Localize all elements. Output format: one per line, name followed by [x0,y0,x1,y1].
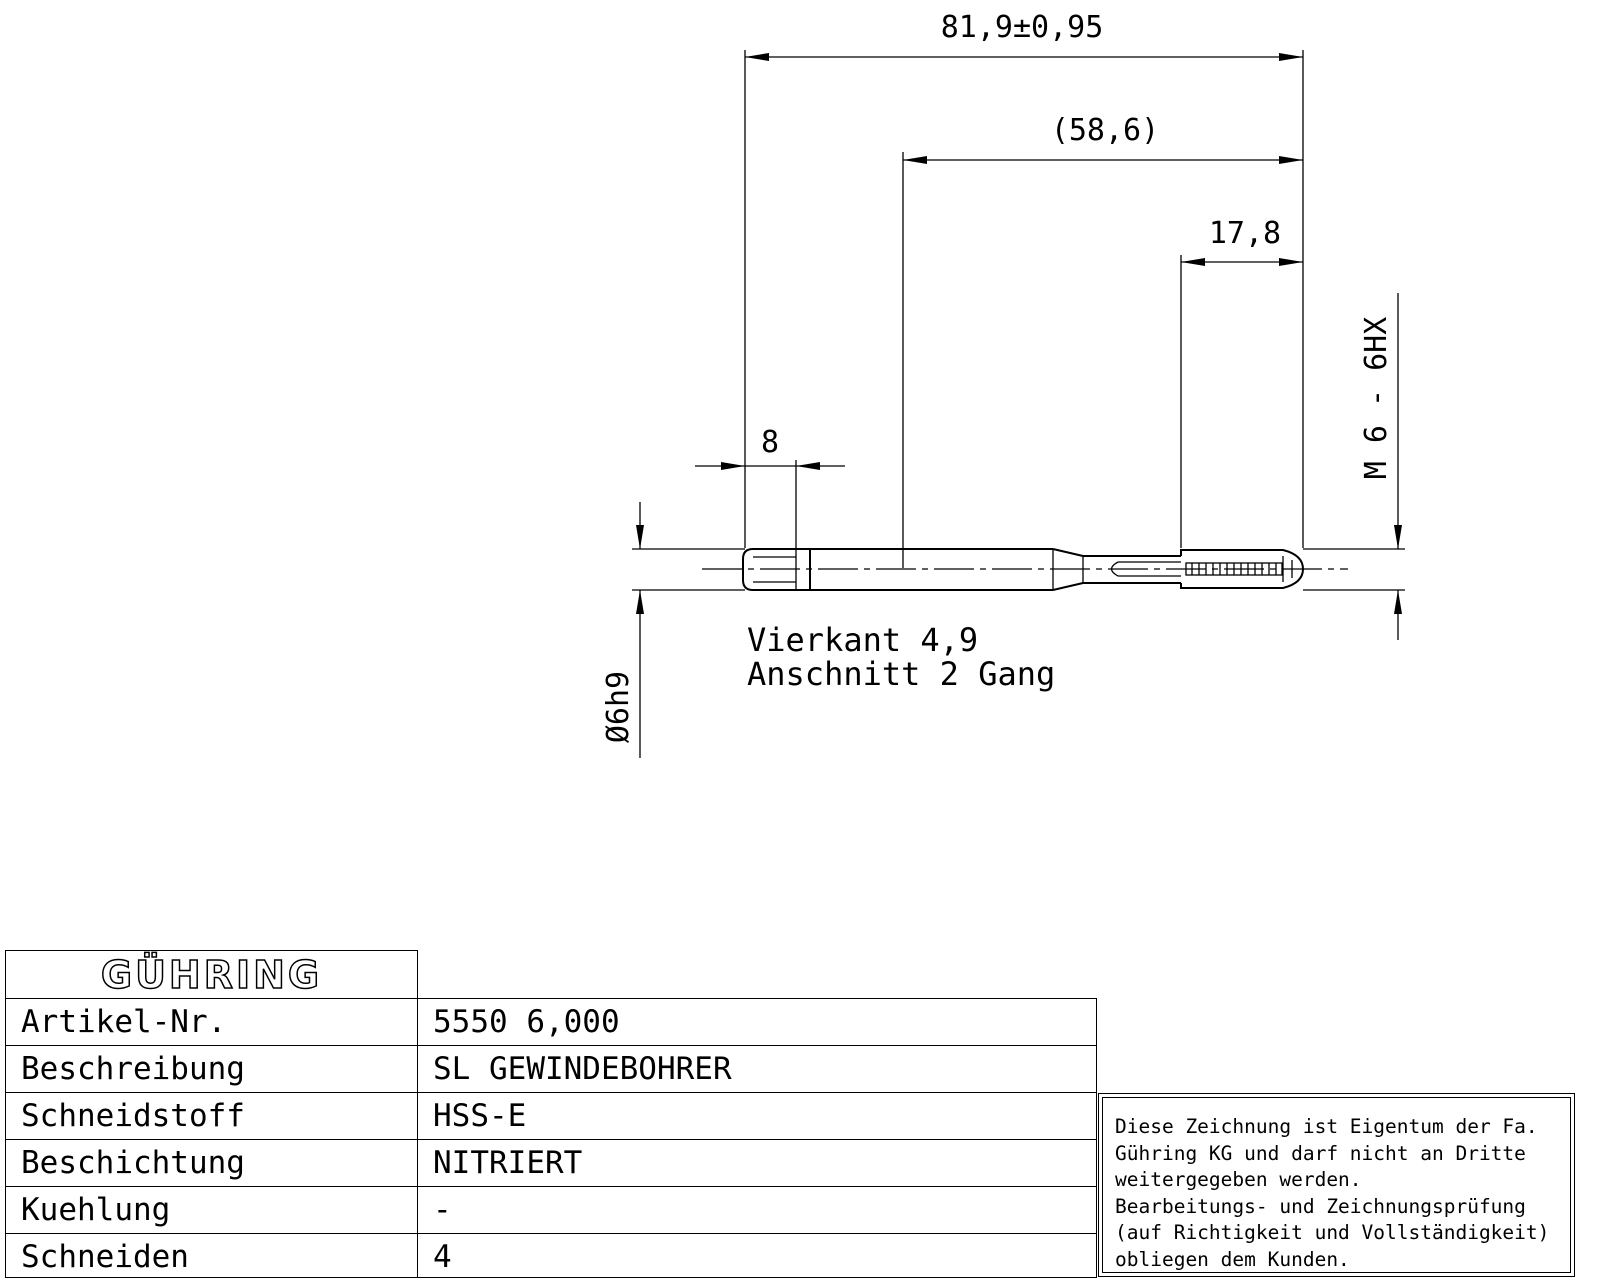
row-label-cutting-edges: Schneiden [5,1233,418,1278]
ownership-notice-inner: Diese Zeichnung ist Eigentum der Fa. Güh… [1102,1097,1571,1273]
row-value-cutting-edges: 4 [417,1233,1097,1278]
row-label-coating: Beschichtung [5,1139,418,1187]
overall-length-label: 81,9±0,95 [941,10,1104,45]
dimension-reference-length: (58,6) [902,113,1303,568]
note-square: Vierkant 4,9 [747,621,978,659]
notice-line: obliegen dem Kunden. [1115,1247,1350,1271]
notice-line: weitergegeben werden. [1115,1168,1362,1191]
ownership-notice: Diese Zeichnung ist Eigentum der Fa. Güh… [1098,1093,1575,1277]
notice-line: Gühring KG und darf nicht an Dritte [1115,1141,1526,1165]
row-value-coating: NITRIERT [417,1139,1097,1187]
thread-length-label: 17,8 [1209,216,1281,251]
dimension-shank-diameter: Ø6h9 [601,502,745,758]
notice-line: Diese Zeichnung ist Eigentum der Fa. [1115,1115,1538,1138]
guehring-logo: GÜHRING [100,952,323,998]
row-value-article-number: 5550 6,000 [417,998,1097,1046]
square-length-label: 8 [761,425,779,460]
reference-length-label: (58,6) [1051,113,1159,148]
dimension-thread-length: 17,8 [1180,216,1303,548]
row-value-description: SL GEWINDEBOHRER [417,1045,1097,1093]
row-value-cooling: - [417,1186,1097,1234]
logo-cell: GÜHRING [5,950,418,999]
notice-line: (auf Richtigkeit und Vollständigkeit) [1115,1221,1550,1244]
shank-diameter-label: Ø6h9 [601,671,636,743]
dimension-overall-length: 81,9±0,95 [744,10,1304,548]
row-label-article-number: Artikel-Nr. [5,998,418,1046]
row-value-cutting-material: HSS-E [417,1092,1097,1140]
dimension-square-length: 8 [695,425,845,548]
row-label-cooling: Kuehlung [5,1186,418,1234]
row-label-description: Beschreibung [5,1045,418,1093]
dimension-thread-size: M 6 - 6HX [1303,293,1405,640]
note-chamfer: Anschnitt 2 Gang [747,655,1055,693]
tap-outline [702,548,1348,591]
thread-size-label: M 6 - 6HX [1359,317,1394,480]
title-block: GÜHRING Artikel-Nr. 5550 6,000 Beschreib… [5,950,1097,1278]
notice-line: Bearbeitungs- und Zeichnungsprüfung [1115,1194,1526,1218]
row-label-cutting-material: Schneidstoff [5,1092,418,1140]
